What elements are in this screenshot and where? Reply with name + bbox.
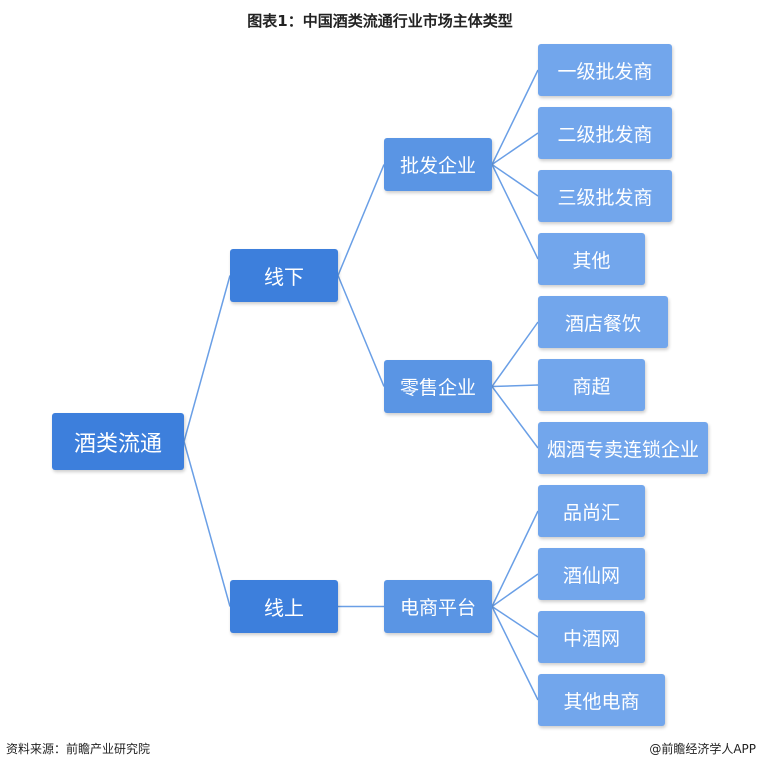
connector-line [183,275,231,442]
connector-line [183,441,231,607]
node-wholesale: 批发企业 [384,138,492,191]
connector-line [491,164,539,260]
leaf-node: 其他电商 [538,674,665,726]
connector-line [491,510,539,607]
leaf-node: 酒仙网 [538,548,645,600]
connector-line [491,605,539,638]
connector-line [491,606,539,701]
connector-line [491,163,539,197]
node-root: 酒类流通 [52,413,184,470]
diagram-title: 图表1：中国酒类流通行业市场主体类型 [247,12,513,30]
leaf-node: 烟酒专卖连锁企业 [538,422,708,474]
leaf-node: 二级批发商 [538,107,672,159]
leaf-node: 商超 [538,359,645,411]
node-retail: 零售企业 [384,360,492,413]
leaf-node: 其他 [538,233,645,285]
leaf-node: 品尚汇 [538,485,645,537]
leaf-node: 酒店餐饮 [538,296,668,348]
connector-line [491,69,539,165]
leaf-node: 三级批发商 [538,170,672,222]
connector-line [491,132,539,166]
connector-line [491,386,539,449]
credit-note: @前瞻经济学人APP [649,742,756,756]
leaf-node: 中酒网 [538,611,645,663]
connector-line [337,164,385,276]
source-note: 资料来源：前瞻产业研究院 [6,742,151,756]
node-ecommerce: 电商平台 [384,580,492,633]
connector-line [491,573,539,608]
node-online: 线上 [230,580,338,633]
connector-line [491,321,539,387]
connector-line [337,275,385,387]
connector-line [491,384,539,388]
leaf-node: 一级批发商 [538,44,672,96]
node-offline: 线下 [230,249,338,302]
